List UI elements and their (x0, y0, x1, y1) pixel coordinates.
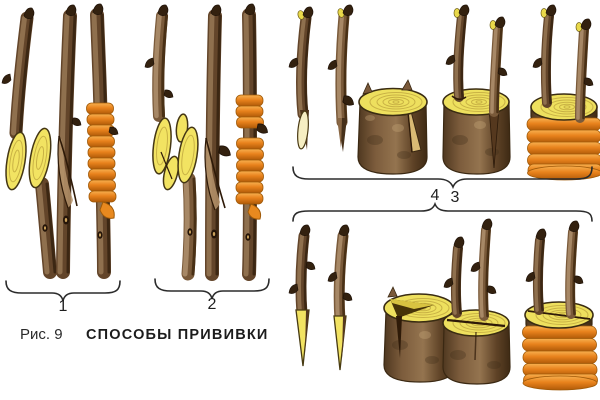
stump-bound-with-tape (526, 4, 600, 181)
graft-bound-with-tape (86, 3, 119, 272)
label-group-3: 3 (451, 189, 460, 206)
tape-wrap (526, 117, 600, 181)
stump-with-cleft (383, 286, 456, 383)
label-group-1: 1 (59, 298, 68, 315)
stump-with-scions-inserted (442, 4, 511, 175)
graft-joined (204, 4, 232, 274)
scion-oblique-cut (1, 7, 35, 191)
scion-wedge-cut (327, 224, 353, 371)
figure-title: СПОСОБЫ ПРИВИВКИ (86, 327, 269, 343)
scion-wedge-cut (288, 224, 316, 367)
group-3-bark-grafting: 3 (288, 4, 600, 206)
brace-group-2 (154, 278, 270, 300)
inserted-scion (445, 4, 470, 97)
group-2-improved-copulation: 2 (144, 3, 270, 313)
inserted-scion (490, 16, 508, 112)
brace-group-4 (292, 201, 593, 222)
scion-pointed (327, 4, 355, 152)
label-group-4: 4 (431, 187, 440, 204)
brace-group-1 (5, 280, 121, 302)
tape-wrap (522, 325, 598, 391)
inserted-scion (532, 4, 557, 103)
tape-wrap (235, 94, 264, 220)
stump-bound-with-tape (522, 220, 598, 391)
rootstock-tongue-cut (175, 113, 199, 274)
inserted-scion (470, 218, 497, 316)
inserted-scion (576, 18, 594, 118)
rootstock-oblique-cut (28, 127, 55, 272)
brace-group-3 (292, 166, 593, 190)
inserted-scion (568, 220, 584, 314)
scion-tongue-cut (144, 4, 180, 191)
stump-bark-incision (357, 79, 428, 175)
group-1-copulation: 1 (1, 3, 121, 315)
caption: Рис. 9 СПОСОБЫ ПРИВИВКИ (20, 326, 269, 343)
graft-bound-with-tape (235, 3, 269, 274)
figure-number: Рис. 9 (20, 326, 63, 343)
inserted-scion (525, 228, 547, 310)
scion-cut (288, 6, 314, 150)
group-4-cleft-grafting: 4 (288, 187, 598, 391)
label-group-2: 2 (208, 296, 217, 313)
stump-with-scions-in-cleft (442, 218, 511, 385)
tape-wrap (86, 102, 117, 219)
graft-joined (58, 4, 82, 272)
